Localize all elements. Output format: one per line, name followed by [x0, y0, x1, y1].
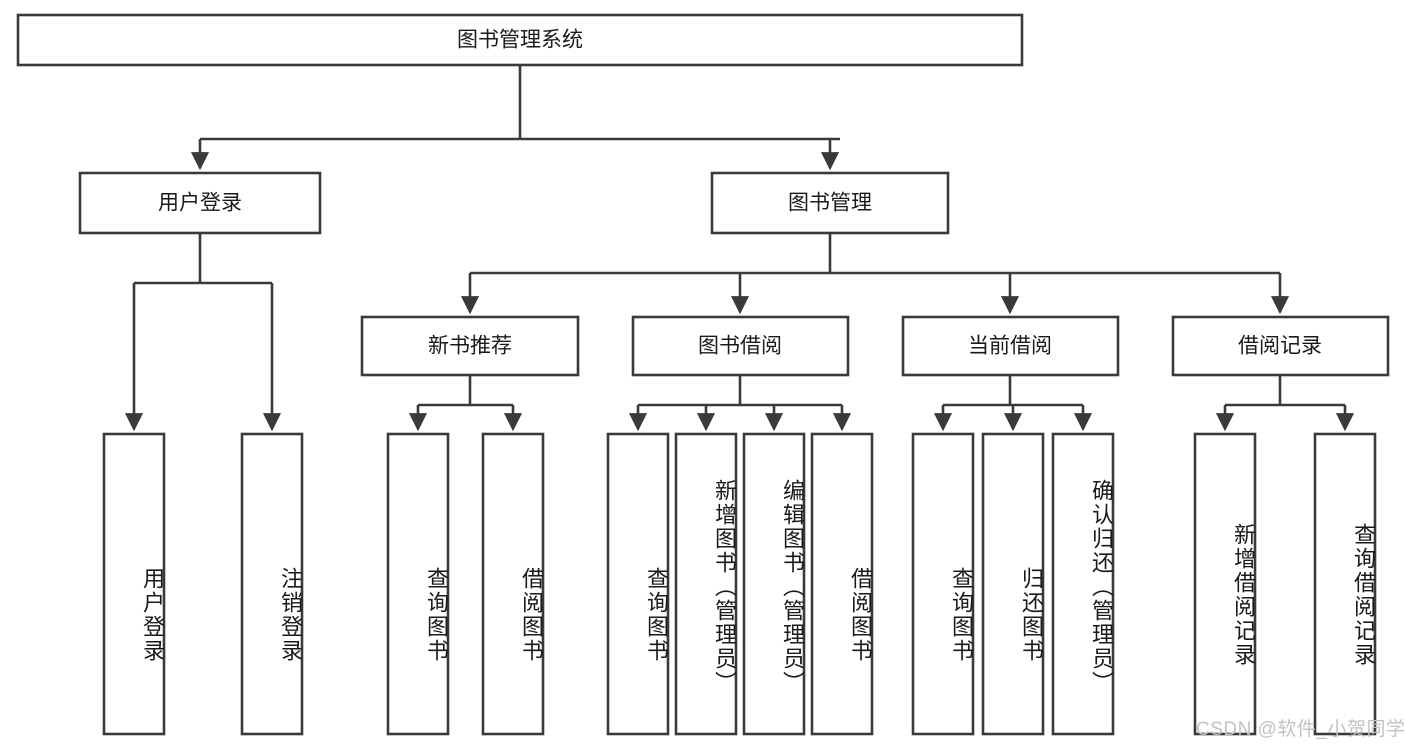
node-user-login[interactable]: 用户登录 [78, 171, 322, 235]
leaf-edit-book-rect[interactable] [742, 432, 806, 736]
leaf-edit-book-label: 编辑图书（管理员） [780, 479, 805, 695]
leaf-add-book-rect[interactable] [674, 432, 738, 736]
leaf-user-login-rect[interactable] [102, 432, 166, 736]
leaf-add-book-label: 新增图书（管理员） [712, 479, 737, 695]
leaf-add-borrow-record-label: 新增借阅记录 [1231, 523, 1256, 667]
node-root-rect[interactable] [16, 13, 1024, 67]
leaf-logout-login-rect[interactable] [240, 432, 304, 736]
node-book-borrow[interactable]: 图书借阅 [631, 315, 850, 377]
node-book-management[interactable]: 图书管理 [710, 171, 950, 235]
leaf-query-book-3-label: 查询图书 [949, 567, 974, 663]
node-current-borrow[interactable]: 当前借阅 [901, 315, 1120, 377]
node-new-book-recommend-label: 新书推荐 [428, 335, 512, 358]
leaf-query-borrow-record-label: 查询借阅记录 [1351, 523, 1376, 667]
node-root-label: 图书管理系统 [457, 29, 583, 52]
node-current-borrow-rect[interactable] [901, 315, 1120, 377]
node-new-book-recommend-rect[interactable] [360, 315, 580, 377]
leaf-confirm-return-label: 确认归还（管理员） [1089, 479, 1114, 695]
node-borrow-record-label: 借阅记录 [1238, 335, 1322, 358]
node-borrow-record[interactable]: 借阅记录 [1171, 315, 1390, 377]
csdn-watermark: CSDN @软件_小贺同学 [1196, 719, 1405, 740]
leaf-query-book-2-label: 查询图书 [644, 567, 669, 663]
leaf-return-book-label: 归还图书 [1019, 567, 1044, 663]
node-new-book-recommend[interactable]: 新书推荐 [360, 315, 580, 377]
leaf-query-book-1-rect[interactable] [386, 432, 450, 736]
leaf-user-login-label: 用户登录 [140, 567, 165, 663]
leaf-borrow-book-2-label: 借阅图书 [848, 567, 873, 663]
node-current-borrow-label: 当前借阅 [968, 335, 1052, 358]
node-book-management-rect[interactable] [710, 171, 950, 235]
leaf-add-borrow-record-rect[interactable] [1193, 432, 1257, 736]
leaf-query-borrow-record-rect[interactable] [1313, 432, 1377, 736]
leaf-return-book-rect[interactable] [981, 432, 1045, 736]
node-book-borrow-rect[interactable] [631, 315, 850, 377]
node-user-login-rect[interactable] [78, 171, 322, 235]
node-root[interactable]: 图书管理系统 [16, 13, 1024, 67]
leaf-borrow-book-1-label: 借阅图书 [519, 567, 544, 663]
leaf-logout-login-label: 注销登录 [278, 567, 303, 663]
edges-layer [124, 65, 1355, 432]
node-book-management-label: 图书管理 [788, 192, 872, 215]
leaf-query-book-3-rect[interactable] [911, 432, 975, 736]
leaf-borrow-book-2-rect[interactable] [810, 432, 874, 736]
node-user-login-label: 用户登录 [158, 192, 242, 215]
leaf-boxes-layer [102, 432, 1377, 736]
node-book-borrow-label: 图书借阅 [698, 335, 782, 358]
leaf-borrow-book-1-rect[interactable] [481, 432, 545, 736]
leaf-query-book-2-rect[interactable] [606, 432, 670, 736]
leaf-query-book-1-label: 查询图书 [424, 567, 449, 663]
leaf-confirm-return-rect[interactable] [1051, 432, 1115, 736]
node-borrow-record-rect[interactable] [1171, 315, 1390, 377]
